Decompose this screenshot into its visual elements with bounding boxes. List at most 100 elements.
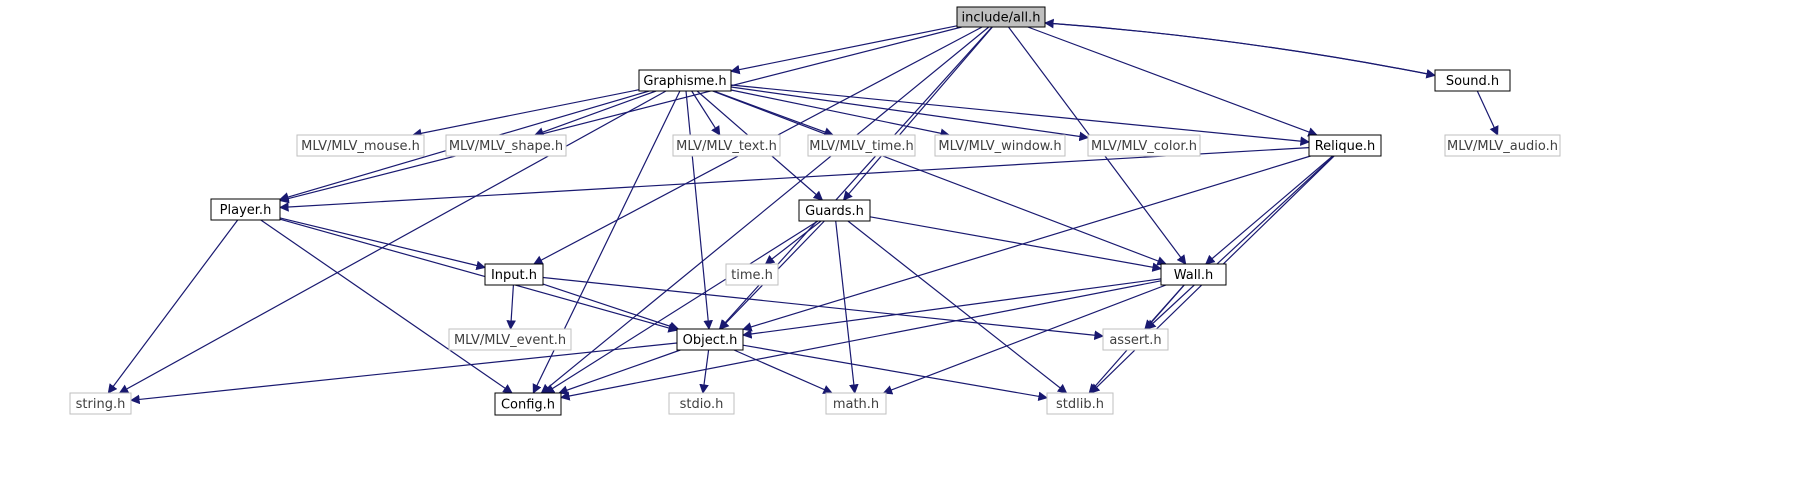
node-guards-label: Guards.h — [805, 204, 864, 219]
edges-layer — [107, 18, 1499, 405]
edge-input-to-assert — [542, 276, 1104, 340]
node-config-label: Config.h — [501, 398, 555, 413]
node-object-label: Object.h — [683, 333, 738, 348]
node-relique[interactable]: Relique.h — [1308, 134, 1382, 157]
node-mlv-time-box — [807, 134, 916, 157]
node-string[interactable]: string.h — [69, 392, 132, 415]
node-all-box — [956, 6, 1046, 28]
node-stdlib-label: stdlib.h — [1056, 397, 1104, 412]
node-guards-box — [798, 199, 871, 222]
edge-graphisme-to-wall — [712, 90, 1167, 266]
node-wall[interactable]: Wall.h — [1160, 263, 1227, 286]
node-mlv-mouse[interactable]: MLV/MLV_mouse.h — [296, 134, 425, 157]
edge-guards-to-time — [764, 220, 822, 265]
edge-object-to-config — [558, 349, 681, 395]
node-mlv-shape[interactable]: MLV/MLV_shape.h — [445, 134, 567, 157]
node-player[interactable]: Player.h — [210, 198, 281, 221]
node-config[interactable]: Config.h — [494, 392, 562, 416]
edge-relique-to-object — [742, 155, 1311, 332]
node-mlv-color[interactable]: MLV/MLV_color.h — [1087, 134, 1201, 157]
edge-guards-to-stdlib — [847, 220, 1068, 394]
node-math[interactable]: math.h — [825, 392, 887, 415]
node-guards[interactable]: Guards.h — [798, 199, 871, 222]
edge-guards-to-config — [544, 220, 819, 394]
node-stdio-label: stdio.h — [680, 397, 724, 412]
edge-object-to-stdio — [699, 349, 710, 394]
node-all-label: include/all.h — [961, 11, 1040, 26]
edge-all-to-object — [718, 26, 993, 330]
node-input[interactable]: Input.h — [484, 263, 544, 286]
node-mlv-event[interactable]: MLV/MLV_event.h — [448, 328, 572, 351]
edge-graphisme-to-mlv_color — [730, 86, 1089, 142]
node-wall-label: Wall.h — [1174, 268, 1214, 283]
edge-wall-to-config — [560, 280, 1162, 401]
node-time-box — [725, 263, 779, 286]
edge-guards-to-math — [835, 220, 859, 394]
edge-relique-to-assert — [1146, 155, 1335, 330]
node-assert[interactable]: assert.h — [1102, 328, 1169, 351]
node-relique-label: Relique.h — [1315, 139, 1376, 154]
edge-guards-to-wall — [869, 216, 1162, 272]
edge-sound-to-all — [1044, 18, 1436, 76]
node-assert-label: assert.h — [1109, 333, 1161, 348]
node-math-label: math.h — [833, 397, 879, 412]
edge-all-to-player — [279, 26, 962, 204]
node-mlv-window[interactable]: MLV/MLV_window.h — [934, 134, 1066, 157]
edge-player-to-input — [279, 217, 486, 271]
node-input-label: Input.h — [491, 268, 537, 283]
node-string-label: string.h — [76, 397, 126, 412]
edge-graphisme-to-mlv_shape — [533, 90, 657, 137]
node-mlv-time[interactable]: MLV/MLV_time.h — [807, 134, 916, 157]
node-mlv-event-label: MLV/MLV_event.h — [454, 333, 566, 348]
edge-all-to-config — [540, 26, 990, 394]
edge-wall-to-math — [882, 284, 1167, 395]
edge-input-to-object — [542, 283, 680, 331]
edge-graphisme-to-mlv_text — [691, 90, 721, 136]
node-wall-box — [1160, 263, 1227, 286]
edge-graphisme-to-mlv_mouse — [411, 89, 640, 139]
edge-player-to-string — [107, 219, 239, 394]
edge-graphisme-to-mlv_window — [730, 89, 951, 138]
node-player-label: Player.h — [220, 203, 272, 218]
node-assert-box — [1102, 328, 1169, 351]
node-all[interactable]: include/all.h — [956, 6, 1046, 28]
edge-relique-to-player — [279, 147, 1310, 212]
edge-object-to-string — [130, 342, 678, 405]
node-time-label: time.h — [731, 268, 773, 283]
node-stdio[interactable]: stdio.h — [668, 392, 735, 415]
node-sound[interactable]: Sound.h — [1434, 69, 1511, 92]
node-mlv-time-label: MLV/MLV_time.h — [809, 139, 913, 154]
node-graphisme[interactable]: Graphisme.h — [638, 69, 732, 92]
node-mlv-text[interactable]: MLV/MLV_text.h — [672, 134, 781, 157]
node-graphisme-box — [638, 69, 732, 92]
node-mlv-window-box — [934, 134, 1066, 157]
edge-all-to-relique — [1027, 26, 1318, 137]
edge-graphisme-to-object — [685, 90, 713, 330]
node-stdlib[interactable]: stdlib.h — [1046, 392, 1114, 415]
node-object[interactable]: Object.h — [676, 328, 744, 351]
node-sound-label: Sound.h — [1446, 74, 1499, 89]
node-mlv-audio-label: MLV/MLV_audio.h — [1447, 139, 1558, 154]
node-mlv-audio-box — [1444, 134, 1561, 157]
node-graphisme-label: Graphisme.h — [643, 74, 726, 89]
node-mlv-audio[interactable]: MLV/MLV_audio.h — [1444, 134, 1561, 157]
node-object-box — [676, 328, 744, 351]
node-mlv-window-label: MLV/MLV_window.h — [938, 139, 1061, 154]
node-math-box — [825, 392, 887, 415]
node-time[interactable]: time.h — [725, 263, 779, 286]
edge-wall-to-object — [742, 278, 1162, 339]
node-mlv-shape-label: MLV/MLV_shape.h — [449, 139, 563, 154]
node-relique-box — [1308, 134, 1382, 157]
node-config-box — [494, 392, 562, 416]
edge-player-to-config — [260, 219, 513, 394]
node-string-box — [69, 392, 132, 415]
edge-relique-to-wall — [1205, 155, 1334, 265]
edge-player-to-object — [279, 218, 678, 333]
node-mlv-event-box — [448, 328, 572, 351]
node-mlv-shape-box — [445, 134, 567, 157]
node-mlv-color-label: MLV/MLV_color.h — [1091, 139, 1197, 154]
edge-all-to-sound — [1044, 22, 1436, 79]
node-player-box — [210, 198, 281, 221]
